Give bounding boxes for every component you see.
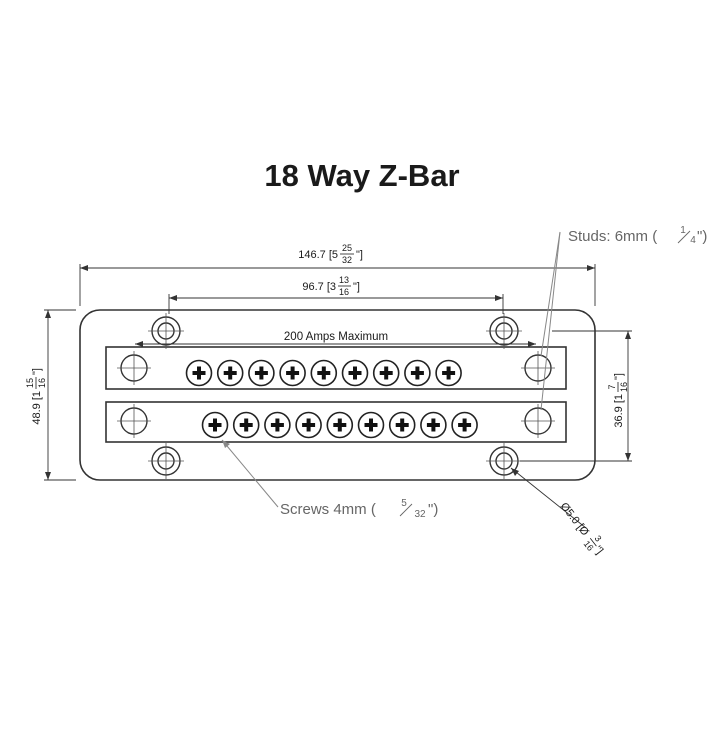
hole-spacing-frac-num: 13	[339, 275, 349, 285]
studs-callout-close: ")	[697, 228, 707, 245]
screw-head	[341, 359, 369, 387]
hole-spacing-frac-den: 16	[339, 287, 349, 297]
amps-label: 200 Amps Maximum	[284, 331, 388, 343]
amps-dimension: 200 Amps Maximum	[135, 331, 536, 347]
overall-height-frac-den: 16	[37, 378, 47, 388]
overall-height-frac-num: 15	[25, 378, 35, 388]
screws-callout: Screws 4mm ( 5 32 ")	[221, 439, 438, 520]
screw-head	[232, 411, 260, 439]
screw-head	[388, 411, 416, 439]
overall-width-dimension: 146.7 [5 25 32 "]	[79, 243, 596, 306]
stud-spacing-dimension: 36.9 [1 7 16 "]	[520, 330, 632, 462]
mounting-hole	[486, 313, 522, 349]
screw-head	[420, 411, 447, 439]
screws-callout-frac-den: 32	[414, 509, 426, 520]
stud-spacing-value: 36.9 [1	[613, 394, 625, 428]
bottom-bus-bar	[105, 401, 567, 443]
stud	[117, 351, 151, 385]
hole-diameter-value: Ø5.0 [Ø	[558, 500, 591, 538]
top-bus-bar	[105, 346, 567, 390]
screw-head	[295, 411, 322, 439]
bottom-screw-row	[201, 411, 478, 439]
screw-head	[404, 359, 431, 387]
stud	[117, 404, 151, 438]
base-plate	[79, 309, 596, 481]
overall-width-frac-den: 32	[342, 255, 352, 265]
stud	[521, 404, 555, 438]
overall-width-value: 146.7 [5	[298, 249, 338, 261]
hole-spacing-value: 96.7 [3	[302, 281, 336, 293]
mounting-hole	[148, 443, 184, 479]
screw-head	[372, 359, 400, 387]
screw-head	[216, 359, 244, 387]
overall-height-value: 48.9 [1	[31, 391, 43, 425]
screw-head	[451, 411, 478, 439]
overall-width-frac-num: 25	[342, 243, 352, 253]
screw-head	[248, 359, 275, 387]
diagram-title: 18 Way Z-Bar	[264, 158, 460, 193]
screws-callout-close: ")	[428, 501, 438, 518]
overall-height-close: "]	[31, 368, 43, 375]
overall-height-dimension: 48.9 [1 15 16 "]	[25, 309, 76, 481]
screws-callout-text: Screws 4mm (	[280, 501, 376, 518]
screw-head	[310, 359, 338, 387]
stud	[521, 351, 555, 385]
stud-spacing-close: "]	[613, 373, 625, 380]
stud-spacing-frac-num: 7	[607, 384, 617, 389]
hole-diameter-frac-den: 16	[582, 539, 596, 553]
hole-diameter-frac-num: 3	[593, 533, 604, 543]
top-screw-row	[185, 359, 462, 387]
hole-spacing-close: "]	[353, 281, 360, 293]
studs-callout-frac-num: 1	[680, 225, 686, 236]
screw-head	[201, 411, 229, 439]
screw-head	[279, 359, 306, 387]
mounting-hole	[486, 443, 522, 479]
hole-spacing-dimension: 96.7 [3 13 16 "]	[168, 275, 504, 314]
studs-callout-frac-den: 4	[690, 235, 696, 246]
screws-callout-frac-num: 5	[401, 498, 407, 509]
screw-head	[264, 411, 291, 439]
screw-head	[185, 359, 213, 387]
studs-callout: Studs: 6mm ( 1 4 ")	[540, 225, 707, 411]
hole-diameter-dimension: Ø5.0 [Ø 3 16 "]	[510, 467, 605, 557]
screw-head	[435, 359, 462, 387]
stud-spacing-frac-den: 16	[619, 382, 629, 392]
studs-callout-text: Studs: 6mm (	[568, 228, 657, 245]
screw-head	[357, 411, 385, 439]
screw-head	[326, 411, 354, 439]
overall-width-close: "]	[356, 249, 363, 261]
mounting-hole	[148, 313, 184, 349]
